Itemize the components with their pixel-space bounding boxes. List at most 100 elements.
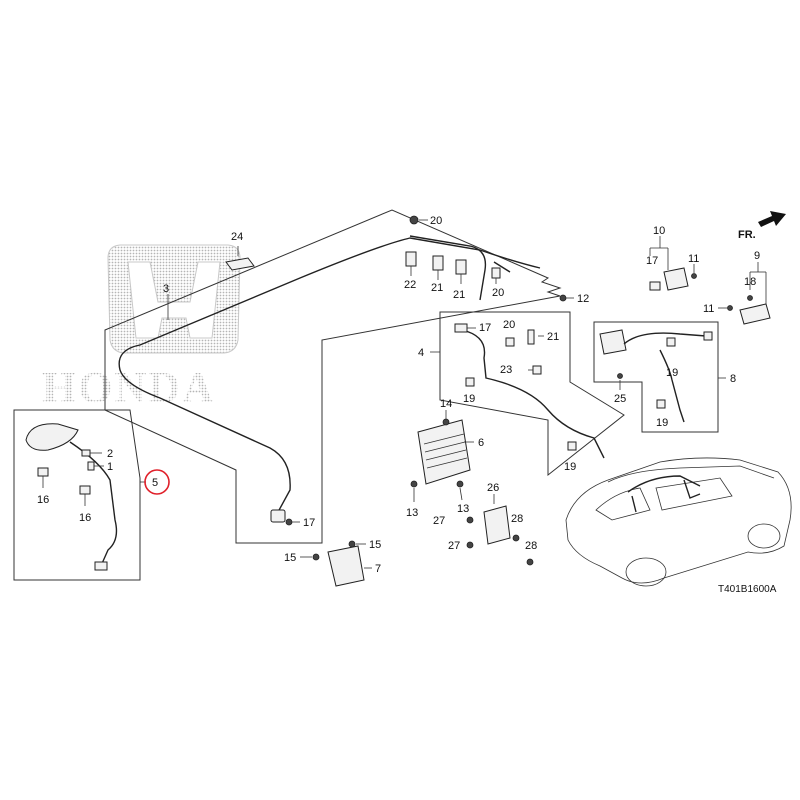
car-rear-wheel [747, 523, 781, 549]
bracket-7-assembly [300, 540, 372, 587]
callout-11-top[interactable]: 11 [688, 253, 699, 265]
harness-8-assembly [593, 321, 726, 433]
callout-19-subcable-end[interactable]: 19 [564, 461, 576, 473]
car-front-wheel [625, 557, 667, 587]
clip-22 [405, 251, 417, 267]
feeder-cable-assembly [104, 209, 574, 544]
callout-27-bottom[interactable]: 27 [448, 540, 460, 552]
callout-25[interactable]: 25 [614, 393, 626, 405]
clip-17c [649, 281, 661, 291]
callout-18[interactable]: 18 [744, 276, 756, 288]
bolt-27b [466, 541, 474, 549]
callout-28-bottom[interactable]: 28 [525, 540, 537, 552]
callout-20-top[interactable]: 20 [430, 215, 442, 227]
highlight-ring [144, 469, 170, 495]
clip-17a [285, 518, 293, 526]
bolt-13b [456, 480, 464, 488]
callout-26[interactable]: 26 [487, 482, 499, 494]
clip-17b [454, 323, 468, 333]
bolt-14 [442, 418, 450, 426]
group-box-4 [439, 311, 625, 477]
callout-19-harness-bottom[interactable]: 19 [656, 417, 668, 429]
callout-28-top[interactable]: 28 [511, 513, 523, 525]
callout-14[interactable]: 14 [440, 398, 452, 410]
amplifier-unit [410, 410, 474, 502]
callout-15-right[interactable]: 15 [369, 539, 381, 551]
top-right-units [649, 236, 771, 325]
callout-24[interactable]: 24 [231, 231, 243, 243]
callout-20-subcable[interactable]: 20 [503, 319, 515, 331]
callout-17-unit10[interactable]: 17 [646, 255, 658, 267]
callout-23[interactable]: 23 [500, 364, 512, 376]
bracket-7 [327, 545, 365, 587]
clip-21c [527, 329, 535, 345]
callout-22[interactable]: 22 [404, 279, 416, 291]
clip-20b [491, 267, 501, 279]
bracket-26-assembly [466, 494, 534, 566]
bolt-2 [81, 449, 91, 457]
bolt-27a [466, 516, 474, 524]
unit-10 [663, 267, 689, 291]
sub-cable [461, 329, 605, 459]
bolt-11b [727, 305, 733, 311]
front-arrow-icon [758, 211, 786, 227]
callout-3[interactable]: 3 [163, 283, 169, 295]
callout-11-side[interactable]: 11 [703, 303, 714, 315]
callout-13-right[interactable]: 13 [457, 503, 469, 515]
nut-1 [87, 461, 95, 471]
connector-unit-8 [599, 329, 627, 355]
callout-15-left[interactable]: 15 [284, 552, 296, 564]
clip-21a [432, 255, 444, 271]
clip-19c [666, 337, 676, 347]
callout-10[interactable]: 10 [653, 225, 665, 237]
callout-9[interactable]: 9 [754, 250, 760, 262]
bolt-25 [617, 373, 623, 379]
group-box-3 [104, 209, 562, 544]
callout-27-top[interactable]: 27 [433, 515, 445, 527]
callout-12[interactable]: 12 [577, 293, 589, 305]
feeder-cable [118, 237, 541, 513]
callout-21-subcable[interactable]: 21 [547, 331, 559, 343]
clip-19d [656, 399, 666, 409]
callout-16-bottom[interactable]: 16 [79, 512, 91, 524]
antenna-connector [94, 561, 108, 571]
unit-9 [739, 303, 771, 325]
clip-16a [37, 467, 49, 477]
car-roof-outline [607, 465, 775, 483]
roof-antenna-assembly [13, 409, 146, 581]
bolt-18 [747, 295, 753, 301]
callout-16-top[interactable]: 16 [37, 494, 49, 506]
callout-19-subcable[interactable]: 19 [463, 393, 475, 405]
bolt-28a [512, 534, 520, 542]
clip-16b [79, 485, 91, 495]
diagram-code: T401B1600A [718, 584, 777, 595]
callout-5[interactable]: 5 [152, 477, 158, 489]
callout-8[interactable]: 8 [730, 373, 736, 385]
clip-19a [465, 377, 475, 387]
group-box-8 [593, 321, 719, 433]
bolt-12 [559, 294, 567, 302]
harness-8-wire [623, 332, 707, 423]
callout-21-left[interactable]: 21 [431, 282, 443, 294]
clip-23 [532, 365, 542, 375]
harness-8-connector [703, 331, 713, 341]
callout-21-right[interactable]: 21 [453, 289, 465, 301]
callout-20-feeder[interactable]: 20 [492, 287, 504, 299]
callout-4[interactable]: 4 [418, 347, 424, 359]
roof-antenna-icon [25, 423, 79, 451]
callout-17-subcable[interactable]: 17 [479, 322, 491, 334]
callout-1[interactable]: 1 [107, 461, 113, 473]
callout-6[interactable]: 6 [478, 437, 484, 449]
callout-13-left[interactable]: 13 [406, 507, 418, 519]
honda-h-emblem-icon [107, 244, 241, 354]
honda-watermark-logo: HONDA [42, 244, 241, 412]
callout-17-feeder[interactable]: 17 [303, 517, 315, 529]
callout-2[interactable]: 2 [107, 448, 113, 460]
callout-7[interactable]: 7 [375, 563, 381, 575]
callout-19-harness-top[interactable]: 19 [666, 367, 678, 379]
bolt-15b [348, 540, 356, 548]
callout-labels: 2 1 3 4 5 6 7 8 9 10 11 11 12 13 13 14 1… [37, 215, 760, 575]
front-label: FR. [738, 229, 756, 241]
clip-19b [567, 441, 577, 451]
